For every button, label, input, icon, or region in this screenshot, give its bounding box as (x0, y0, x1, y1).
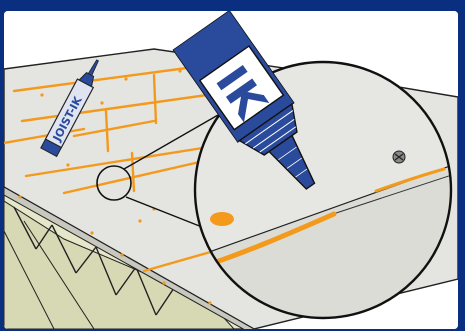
subfloor-installation-illustration: JOIST-IK (4, 11, 458, 329)
illustration-panel: JOIST-IK (4, 11, 458, 329)
